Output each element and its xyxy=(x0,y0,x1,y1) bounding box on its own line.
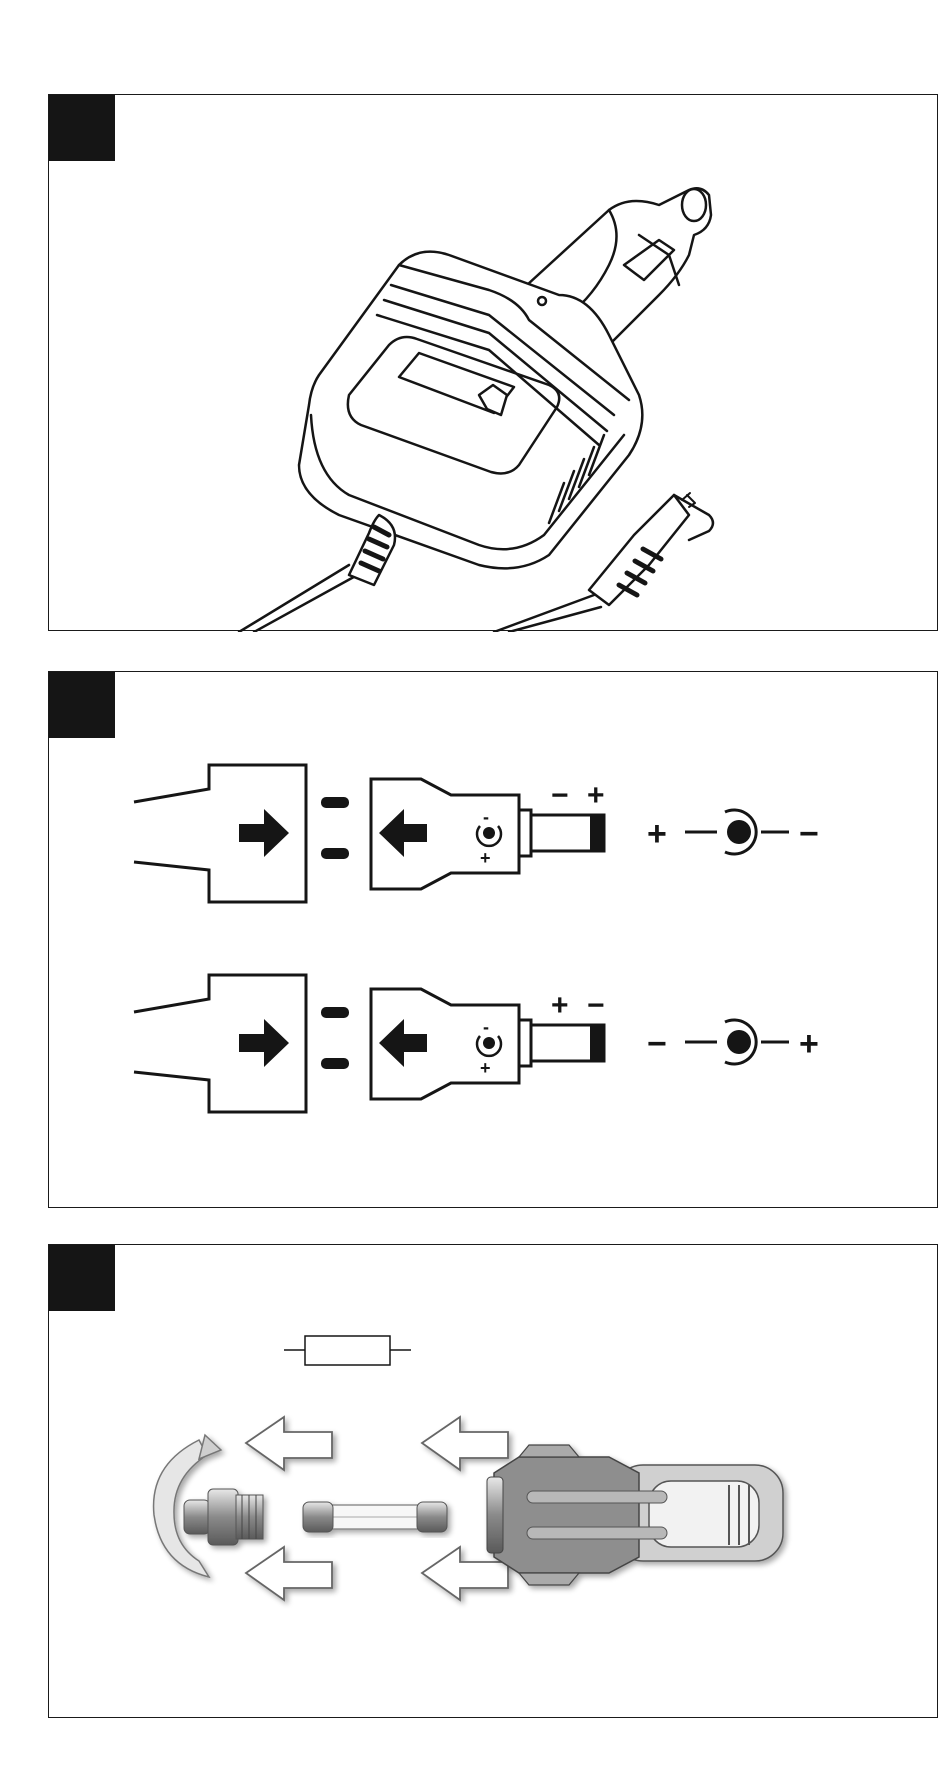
diagram-right-sign: − xyxy=(799,815,819,853)
center-label-top: - xyxy=(483,807,489,827)
polarity-row-1: - + − + + − xyxy=(134,765,819,902)
tip-left-sign: + xyxy=(551,989,569,1022)
polarity-diagram: - + − + + − - + + − − xyxy=(49,672,939,1209)
tip-left-sign: − xyxy=(551,779,569,812)
center-label-bottom: + xyxy=(480,848,491,868)
figure-panel-3 xyxy=(48,1244,938,1718)
figure-panel-1 xyxy=(48,94,938,631)
cigarette-plug-body-drawing xyxy=(487,1445,783,1585)
arrow-left-icon xyxy=(379,1019,427,1067)
figure-panel-2: - + − + + − - + + − − xyxy=(48,671,938,1208)
arrow-right-icon xyxy=(239,809,289,857)
plug-tip-cap-drawing xyxy=(184,1489,263,1545)
tip-right-sign: + xyxy=(587,779,605,812)
fuse-symbol-icon xyxy=(284,1336,411,1365)
car-charger-illustration xyxy=(49,95,939,632)
fuse-replacement-illustration xyxy=(49,1245,939,1719)
polarity-row-2: - + + − − + xyxy=(134,975,819,1112)
glass-fuse-drawing xyxy=(303,1502,447,1532)
center-label-top: - xyxy=(483,1017,489,1037)
arrow-right-icon xyxy=(239,1019,289,1067)
diagram-right-sign: + xyxy=(799,1025,819,1063)
diagram-left-sign: − xyxy=(647,1025,667,1063)
arrow-left-icon xyxy=(379,809,427,857)
diagram-left-sign: + xyxy=(647,815,667,853)
center-label-bottom: + xyxy=(480,1058,491,1078)
tip-right-sign: − xyxy=(587,989,605,1022)
